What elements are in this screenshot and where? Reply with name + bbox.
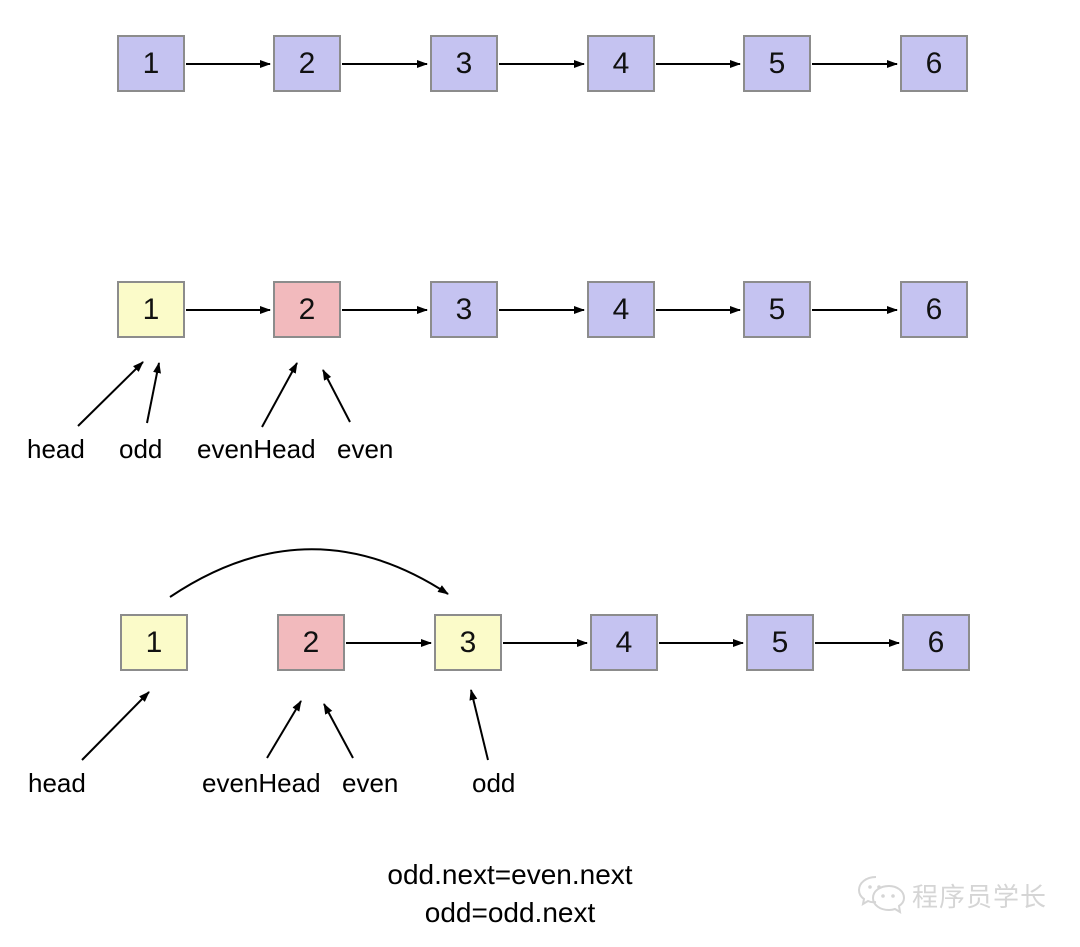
list-node: 2 xyxy=(277,614,345,671)
pointer-label-evenhead: evenHead xyxy=(202,768,321,798)
list-node: 5 xyxy=(746,614,814,671)
pointer-label-odd: odd xyxy=(472,768,516,798)
list-node: 3 xyxy=(430,281,498,338)
list-node: 2 xyxy=(273,35,341,92)
pointer-label-odd: odd xyxy=(119,434,163,464)
list-node: 4 xyxy=(590,614,658,671)
pseudocode-line-2: odd=odd.next xyxy=(424,897,596,928)
arrow-label-row3-evenhead xyxy=(266,700,302,759)
list-node: 1 xyxy=(117,281,185,338)
list-node: 1 xyxy=(120,614,188,671)
list-node: 6 xyxy=(900,35,968,92)
pointer-label-even: even xyxy=(342,768,399,798)
arrow-label-row3-odd xyxy=(469,689,489,761)
list-node: 2 xyxy=(273,281,341,338)
arrow-label-row3-even xyxy=(323,703,354,759)
pseudocode: odd.next=even.next odd=odd.next xyxy=(230,856,790,932)
list-node: 4 xyxy=(587,35,655,92)
list-node: 6 xyxy=(902,614,970,671)
arrow-label-row2-even xyxy=(322,369,351,423)
pointer-label-head: head xyxy=(27,434,85,464)
list-node: 6 xyxy=(900,281,968,338)
pseudocode-line-1: odd.next=even.next xyxy=(387,859,633,890)
wechat-bubbles-icon xyxy=(857,876,906,914)
watermark-text: 程序员学长 xyxy=(912,881,1048,912)
watermark: 程序员学长 xyxy=(856,874,1047,916)
list-node: 5 xyxy=(743,35,811,92)
pointer-label-even: even xyxy=(337,434,394,464)
arrow-label-row2-head xyxy=(77,361,144,427)
arrow-label-row3-head xyxy=(81,691,150,761)
list-node: 3 xyxy=(434,614,502,671)
list-node: 1 xyxy=(117,35,185,92)
arrow-label-row2-evenhead xyxy=(261,362,298,428)
arrow-curved-1-to-3 xyxy=(169,548,449,598)
list-node: 3 xyxy=(430,35,498,92)
pointer-label-head: head xyxy=(28,768,86,798)
list-node: 4 xyxy=(587,281,655,338)
pointer-label-evenhead: evenHead xyxy=(197,434,316,464)
arrow-label-row2-odd xyxy=(146,362,161,424)
list-node: 5 xyxy=(743,281,811,338)
